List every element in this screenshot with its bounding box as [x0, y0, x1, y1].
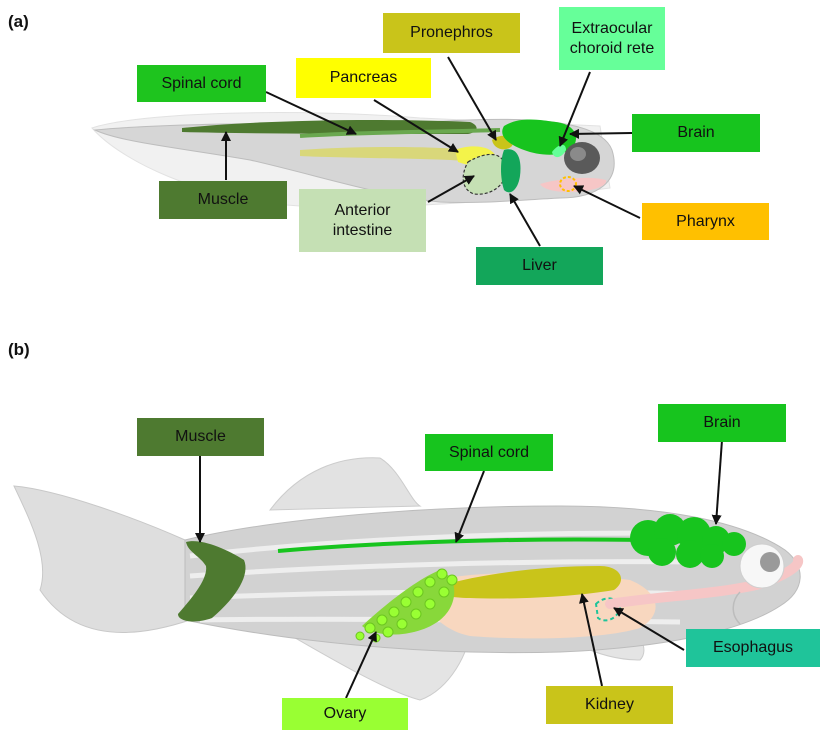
label-b-spinal-cord: Spinal cord [425, 434, 553, 471]
arrow-a-pharynx [574, 186, 640, 218]
arrow-a-brain [570, 133, 632, 134]
label-a-pronephros: Pronephros [383, 13, 520, 53]
label-b-ovary-text: Ovary [324, 704, 367, 723]
adult-dorsal-fin [270, 458, 420, 510]
label-b-ovary: Ovary [282, 698, 408, 730]
label-b-esophagus: Esophagus [686, 629, 820, 667]
label-a-anterior-intestine: Anterior intestine [299, 189, 426, 252]
panel-a-label: (a) [8, 12, 29, 32]
label-b-esophagus-text: Esophagus [713, 638, 793, 657]
label-a-muscle-text: Muscle [198, 190, 249, 209]
label-a-extraocular: Extraocular choroid rete [559, 7, 665, 70]
label-b-muscle: Muscle [137, 418, 264, 456]
label-a-brain-text: Brain [677, 123, 714, 142]
label-a-brain: Brain [632, 114, 760, 152]
label-a-pharynx-text: Pharynx [676, 212, 735, 231]
label-b-kidney-text: Kidney [585, 695, 634, 714]
panel-b-label: (b) [8, 340, 30, 360]
arrow-a-liver [510, 194, 540, 246]
label-a-anterior-intestine-text: Anterior intestine [333, 201, 393, 239]
label-a-extraocular-text: Extraocular choroid rete [570, 19, 655, 57]
adult-illustration [14, 458, 800, 700]
label-b-brain-text: Brain [703, 413, 740, 432]
label-b-kidney: Kidney [546, 686, 673, 724]
label-a-liver-text: Liver [522, 256, 557, 275]
label-a-pancreas: Pancreas [296, 58, 431, 98]
label-a-pharynx: Pharynx [642, 203, 769, 240]
label-a-spinal-cord: Spinal cord [137, 65, 266, 102]
adult-eye-pupil [760, 552, 780, 572]
label-a-pancreas-text: Pancreas [330, 68, 398, 87]
label-b-muscle-text: Muscle [175, 427, 226, 446]
label-a-muscle: Muscle [159, 181, 287, 219]
larva-eye-highlight [570, 147, 586, 161]
adult-tail-fin [14, 486, 190, 632]
arrow-b-brain [716, 440, 722, 524]
label-b-brain: Brain [658, 404, 786, 442]
label-b-spinal-cord-text: Spinal cord [449, 443, 529, 462]
label-a-liver: Liver [476, 247, 603, 285]
label-a-spinal-cord-text: Spinal cord [161, 74, 241, 93]
label-a-pronephros-text: Pronephros [410, 23, 493, 42]
